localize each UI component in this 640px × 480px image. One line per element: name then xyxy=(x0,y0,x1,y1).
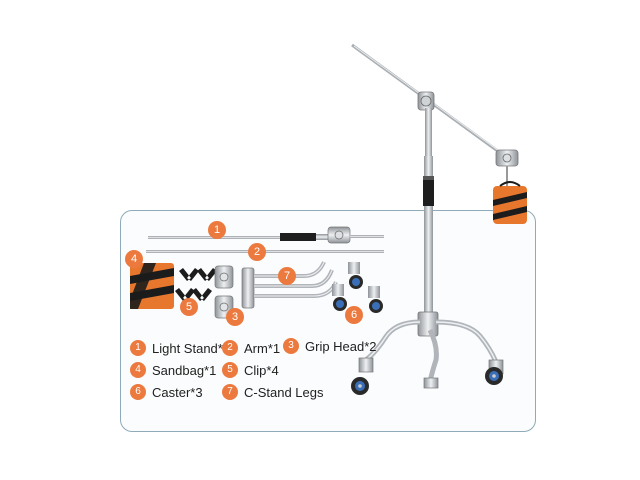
legend-item-c-stand-legs: 7 C-Stand Legs xyxy=(222,382,324,402)
legend-label: Arm*1 xyxy=(244,340,281,356)
legend-number: 4 xyxy=(130,362,146,378)
leg-hub xyxy=(417,311,439,337)
legend-number: 7 xyxy=(222,384,238,400)
caster-right xyxy=(485,359,504,385)
c-leg-middle xyxy=(427,328,439,383)
caster-middle xyxy=(423,377,439,389)
legend-label: Grip Head*2 xyxy=(305,338,377,354)
legend-item-sandbag: 4 Sandbag*1 xyxy=(130,360,216,380)
black-grip-section xyxy=(423,180,434,206)
hanging-sandbag xyxy=(493,181,527,224)
legend-item-arm: 2 Arm*1 xyxy=(222,338,280,358)
legend-number: 2 xyxy=(222,340,238,356)
callout-1: 1 xyxy=(208,221,226,239)
legend-item-grip-head: 3 Grip Head*2 xyxy=(283,336,377,356)
item-casters xyxy=(332,262,383,313)
legend-label: Caster*3 xyxy=(152,384,203,400)
legend-label: C-Stand Legs xyxy=(244,384,324,400)
legend-number: 3 xyxy=(283,338,299,354)
item-light-stand xyxy=(148,226,384,244)
callout-6: 6 xyxy=(345,306,363,324)
caster-left xyxy=(351,357,374,395)
c-leg-right xyxy=(435,319,499,363)
item-sandbag xyxy=(130,263,174,309)
legend-number: 5 xyxy=(222,362,238,378)
callout-7: 7 xyxy=(278,267,296,285)
item-grip-heads xyxy=(214,265,234,319)
c-stand xyxy=(351,43,527,395)
legend-number: 6 xyxy=(130,384,146,400)
legend-item-clip: 5 Clip*4 xyxy=(222,360,279,380)
legend-label: Sandbag*1 xyxy=(152,362,217,378)
item-clips xyxy=(175,268,217,301)
callout-2: 2 xyxy=(248,243,266,261)
callout-5: 5 xyxy=(180,298,198,316)
upper-riser xyxy=(425,108,432,158)
legend-number: 1 xyxy=(130,340,146,356)
legend-label: Light Stand*1 xyxy=(152,340,231,356)
callout-3: 3 xyxy=(226,308,244,326)
legend-item-caster: 6 Caster*3 xyxy=(130,382,203,402)
accessories-panel xyxy=(120,210,536,432)
legend-item-light-stand: 1 Light Stand*1 xyxy=(130,338,230,358)
callout-4: 4 xyxy=(125,250,143,268)
legend-label: Clip*4 xyxy=(244,362,279,378)
